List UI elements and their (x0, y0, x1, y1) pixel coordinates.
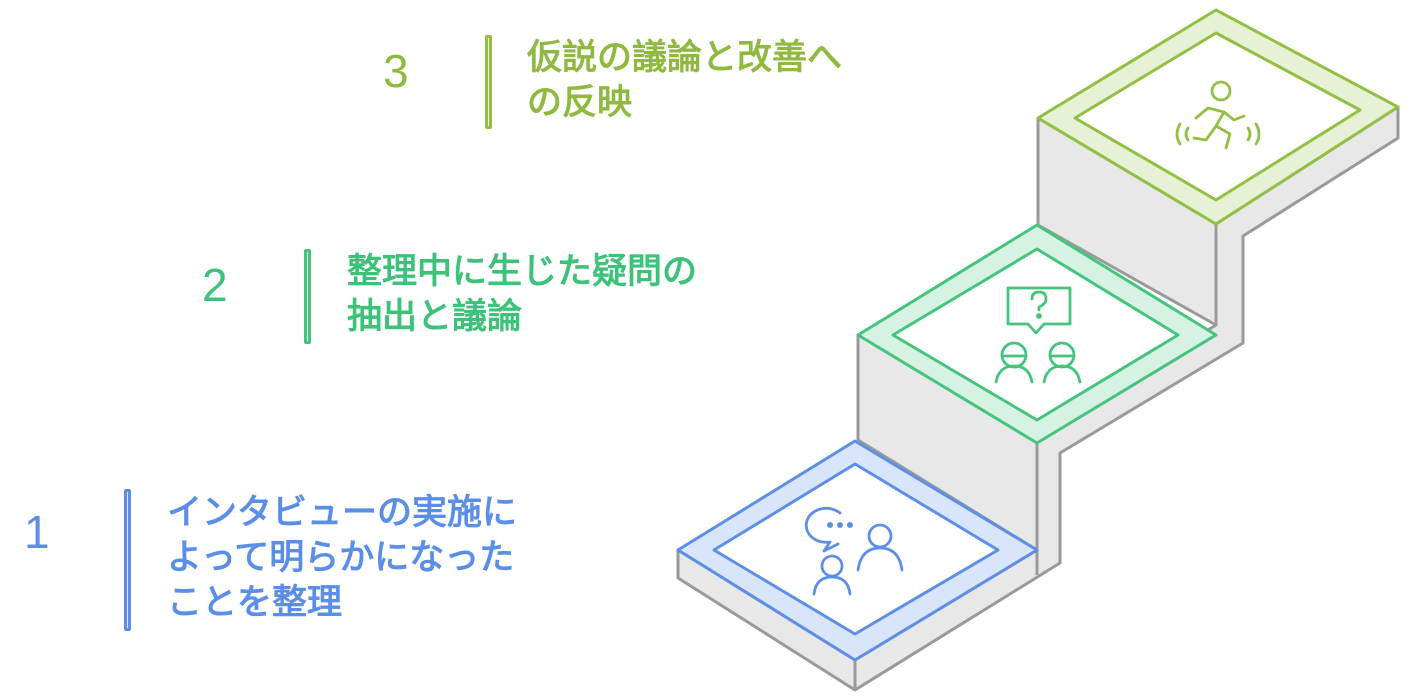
step-3-line-2: の反映 (527, 83, 633, 123)
step-2-accent-bar (304, 249, 311, 344)
interview-chat-icon (804, 506, 904, 596)
running-person-icon (1175, 80, 1261, 150)
step-1-line-3: ことを整理 (167, 583, 343, 623)
step-2-line-2: 抽出と議論 (347, 297, 523, 337)
step-3-description: 仮説の議論と改善へ の反映 (527, 36, 842, 126)
step-1-description: インタビューの実施に よって明らかになった ことを整理 (167, 491, 517, 626)
step-1-line-2: よって明らかになった (167, 538, 515, 578)
step-1-accent-bar (124, 489, 131, 631)
step-2-line-1: 整理中に生じた疑問の (347, 252, 698, 292)
step-3-number: 3 (383, 45, 409, 97)
step-1-line-1: インタビューの実施に (167, 493, 518, 533)
step-3-accent-bar (485, 35, 492, 129)
step-1-platform (676, 439, 1039, 662)
step-1-number: 1 (24, 506, 50, 558)
step-3-platform (1036, 8, 1400, 226)
step-2-description: 整理中に生じた疑問の 抽出と議論 (347, 250, 697, 340)
step-3-line-1: 仮説の議論と改善へ (527, 38, 843, 78)
step-2-number: 2 (202, 259, 228, 311)
question-discussion-icon (994, 286, 1082, 384)
step-2-platform (856, 223, 1218, 445)
